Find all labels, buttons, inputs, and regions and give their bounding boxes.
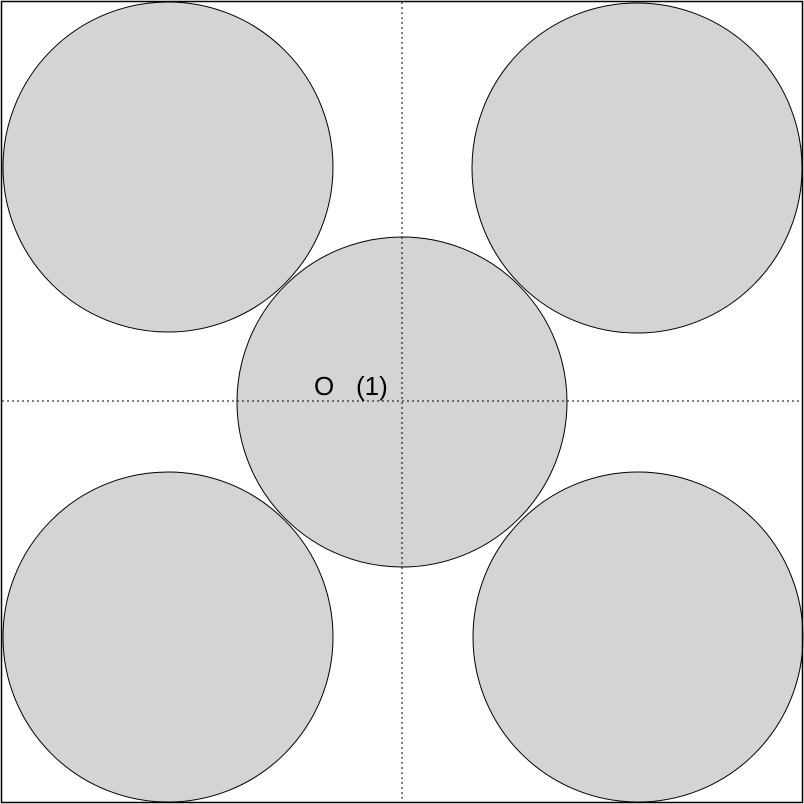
atom-count-label: (1) xyxy=(356,371,388,401)
corner-atom-top-right xyxy=(471,2,803,334)
corner-atom-bottom-left xyxy=(2,471,334,803)
corner-atom-top-left xyxy=(2,1,334,333)
corner-atom-bottom-right xyxy=(472,471,804,803)
origin-label: O xyxy=(314,371,334,401)
